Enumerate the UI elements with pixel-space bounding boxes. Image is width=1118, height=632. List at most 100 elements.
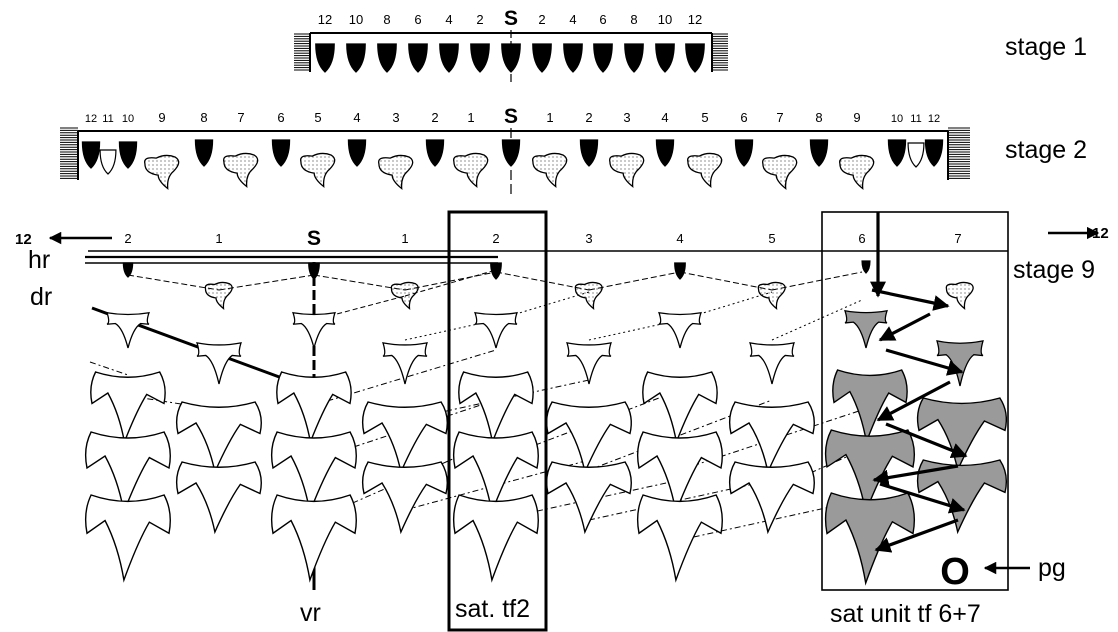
stage-2-number: 11 <box>102 113 113 125</box>
germ-tooth-icon <box>734 139 754 167</box>
sat-tf2-label: sat. tf2 <box>455 595 530 623</box>
tooth-file-icon <box>452 431 539 515</box>
stippled-tooth-icon <box>300 152 336 188</box>
stage-9-tooth-files <box>84 260 1007 586</box>
tooth-file-icon <box>824 492 915 586</box>
tricuspid-tooth-icon <box>658 311 702 349</box>
germ-tooth-icon <box>490 262 502 280</box>
stippled-tooth-icon <box>945 281 974 310</box>
connector-line <box>679 271 773 291</box>
stage-2-panel: 12 11 10 9 8 7 6 5 4 3 2 1 S 1 2 3 4 5 6… <box>60 105 1087 195</box>
stage-2-number: 10 <box>891 113 903 125</box>
germ-tooth-icon <box>907 142 925 168</box>
stippled-tooth-icon <box>453 152 489 188</box>
connector-line <box>588 271 681 291</box>
stage-2-number: 2 <box>585 110 592 125</box>
arrow-icon <box>885 348 964 376</box>
stage-2-number: 8 <box>815 110 822 125</box>
stage-1-left-wall <box>294 33 311 72</box>
germ-tooth-icon <box>579 139 599 167</box>
connector-line <box>495 271 590 291</box>
stage-2-number: 12 <box>85 113 97 125</box>
stage-1-number: 10 <box>658 12 672 27</box>
stage-2-number: 5 <box>314 110 321 125</box>
tooth-file-icon <box>361 461 448 535</box>
tooth-file-icon <box>175 461 262 535</box>
germ-tooth-icon <box>439 43 459 73</box>
stage-2-number: 10 <box>122 113 134 125</box>
pg-symbol: O <box>940 551 970 593</box>
tricuspid-tooth-icon <box>292 311 336 349</box>
tooth-file-icon <box>545 401 632 475</box>
stage-2-number: 11 <box>910 113 921 125</box>
hr-label: hr <box>28 246 50 274</box>
stippled-tooth-icon <box>839 154 875 190</box>
arrow-icon <box>876 380 951 422</box>
stippled-tooth-icon <box>378 154 414 190</box>
germ-tooth-icon <box>532 43 552 73</box>
stage-2-number: 9 <box>158 110 165 125</box>
stage-9-number: 4 <box>676 231 683 246</box>
germ-tooth-icon <box>81 141 101 169</box>
connector-line <box>127 274 220 291</box>
pg-label: pg <box>1038 554 1066 582</box>
germ-tooth-icon <box>347 139 367 167</box>
stage-1-right-wall <box>711 33 728 72</box>
arrow-icon <box>872 464 959 486</box>
stage-2-left-wall <box>60 127 79 180</box>
stage-9-number: 1 <box>215 231 222 246</box>
stage-1-number: 12 <box>688 12 702 27</box>
stage-2-right-wall <box>947 127 970 180</box>
stage-1-number: 12 <box>318 12 332 27</box>
left-arrow-label: 12 <box>15 231 32 248</box>
germ-tooth-icon <box>271 139 291 167</box>
tooth-file-icon <box>90 371 166 445</box>
stippled-tooth-icon <box>223 152 259 188</box>
germ-tooth-icon <box>308 262 320 280</box>
stage-1-number: 10 <box>349 12 363 27</box>
stage-2-number: 9 <box>853 110 860 125</box>
stage-2-label: stage 2 <box>1005 136 1087 164</box>
stippled-tooth-icon <box>609 152 645 188</box>
stage-2-number: 5 <box>701 110 708 125</box>
germ-tooth-icon <box>685 43 705 73</box>
sat-unit-tf67-box <box>821 211 1009 591</box>
tooth-file-icon <box>916 397 1007 473</box>
connector-line <box>588 319 681 341</box>
tricuspid-tooth-icon <box>382 342 428 385</box>
stage-2-number: 6 <box>277 110 284 125</box>
stage-2-number: 8 <box>200 110 207 125</box>
tricuspid-tooth-icon <box>749 342 795 385</box>
germ-tooth-icon <box>99 149 117 175</box>
tooth-file-icon <box>84 494 171 583</box>
sat-unit-label: sat unit tf 6+7 <box>830 600 981 628</box>
tricuspid-tooth-icon <box>566 342 612 385</box>
stage-2-number: 4 <box>353 110 360 125</box>
connector-line <box>771 299 863 341</box>
stage-1-number: 4 <box>569 12 576 27</box>
germ-tooth-icon <box>408 43 428 73</box>
stage-2-number: 6 <box>740 110 747 125</box>
germ-tooth-icon <box>315 43 335 73</box>
stage-1-germ-teeth <box>315 43 705 73</box>
tooth-file-icon <box>84 431 171 515</box>
tooth-file-icon <box>636 431 723 515</box>
sat-tf2-box <box>447 210 548 632</box>
stage-9-number: 2 <box>492 231 499 246</box>
stippled-tooth-icon <box>574 281 603 310</box>
stage-9-symphysis-label: S <box>307 227 321 250</box>
arrow-icon <box>885 422 968 459</box>
stage-1-number: 8 <box>383 12 390 27</box>
migration-arrows <box>870 212 968 553</box>
tooth-file-icon <box>728 461 815 535</box>
dr-label: dr <box>30 283 52 311</box>
right-arrow-label: 12 <box>1092 225 1109 242</box>
tricuspid-tooth-icon <box>106 311 150 349</box>
tooth-file-icon <box>916 459 1007 535</box>
stage-2-number: 2 <box>431 110 438 125</box>
germ-tooth-icon <box>674 262 686 280</box>
stage-9-number: 2 <box>124 231 131 246</box>
stippled-tooth-icon <box>144 154 180 190</box>
germ-tooth-icon <box>122 262 134 278</box>
stage-2-number: 4 <box>661 110 668 125</box>
